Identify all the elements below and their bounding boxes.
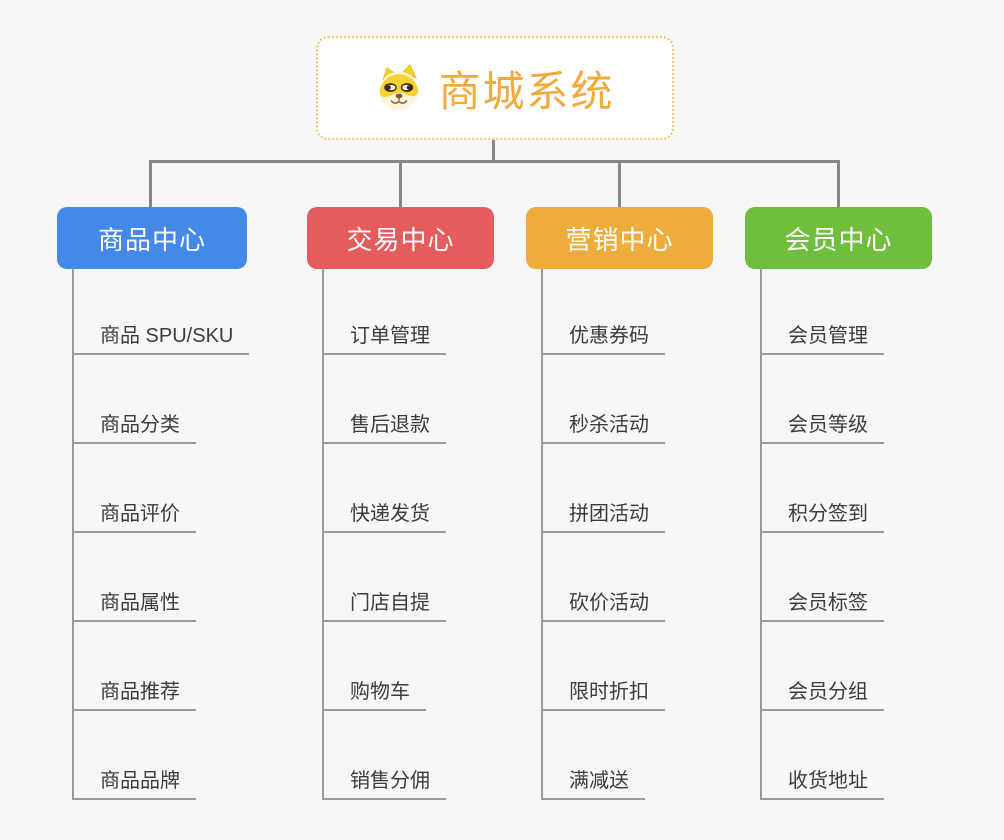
child-node[interactable]: 会员分组 <box>760 622 932 711</box>
child-node[interactable]: 订单管理 <box>322 269 494 355</box>
child-node[interactable]: 商品分类 <box>72 355 249 444</box>
child-node[interactable]: 商品 SPU/SKU <box>72 269 250 355</box>
branch-marketing-children: 优惠券码秒杀活动拼团活动砍价活动限时折扣满减送 <box>541 269 713 800</box>
child-node-label: 商品属性 <box>72 586 196 622</box>
branch-node-member[interactable]: 会员中心 <box>745 207 932 269</box>
root-title: 商城系统 <box>438 67 615 115</box>
child-node[interactable]: 售后退款 <box>322 355 494 444</box>
child-node[interactable]: 砍价活动 <box>541 533 713 622</box>
connector-root-stem <box>492 140 495 162</box>
branch-node-marketing[interactable]: 营销中心 <box>526 207 713 269</box>
child-node[interactable]: 快递发货 <box>322 444 494 533</box>
child-node[interactable]: 优惠券码 <box>541 269 713 355</box>
child-node[interactable]: 购物车 <box>322 622 494 711</box>
child-node-label: 快递发货 <box>322 497 446 533</box>
child-node-label: 售后退款 <box>322 408 446 444</box>
connector-horizontal-bar <box>149 160 840 163</box>
child-node-label: 会员分组 <box>760 675 884 711</box>
branch-trade-children: 订单管理售后退款快递发货门店自提购物车销售分佣 <box>322 269 494 800</box>
connector-drop-goods <box>149 160 152 208</box>
child-node[interactable]: 会员等级 <box>760 355 932 444</box>
child-node-label: 积分签到 <box>760 497 884 533</box>
connector-drop-trade <box>399 160 402 208</box>
branch-node-trade[interactable]: 交易中心 <box>307 207 494 269</box>
child-node-label: 商品 SPU/SKU <box>72 319 250 355</box>
child-node[interactable]: 商品品牌 <box>72 711 249 800</box>
child-node-label: 购物车 <box>322 675 426 711</box>
child-node-label: 砍价活动 <box>541 586 665 622</box>
child-node-label: 收货地址 <box>760 764 884 800</box>
branch-marketing: 营销中心 优惠券码秒杀活动拼团活动砍价活动限时折扣满减送 <box>526 207 713 800</box>
child-node-label: 优惠券码 <box>541 319 665 355</box>
child-node[interactable]: 商品属性 <box>72 533 249 622</box>
branch-member-children: 会员管理会员等级积分签到会员标签会员分组收货地址 <box>760 269 932 800</box>
child-node-label: 商品分类 <box>72 408 196 444</box>
child-node-label: 门店自提 <box>322 586 446 622</box>
dog-face-icon <box>375 64 423 112</box>
branch-goods: 商品中心 商品 SPU/SKU 商品分类商品评价商品属性商品推荐商品品牌 <box>57 207 250 800</box>
child-node[interactable]: 拼团活动 <box>541 444 713 533</box>
child-node-label: 订单管理 <box>322 319 446 355</box>
child-node-label: 满减送 <box>541 764 645 800</box>
child-node[interactable]: 销售分佣 <box>322 711 494 800</box>
child-node[interactable]: 商品评价 <box>72 444 249 533</box>
child-node[interactable]: 门店自提 <box>322 533 494 622</box>
child-node-label: 会员标签 <box>760 586 884 622</box>
child-node[interactable]: 秒杀活动 <box>541 355 713 444</box>
child-node[interactable]: 限时折扣 <box>541 622 713 711</box>
branch-goods-children: 商品 SPU/SKU 商品分类商品评价商品属性商品推荐商品品牌 <box>72 269 250 800</box>
child-node-label: 秒杀活动 <box>541 408 665 444</box>
connector-drop-marketing <box>618 160 621 208</box>
child-node[interactable]: 积分签到 <box>760 444 932 533</box>
child-node[interactable]: 满减送 <box>541 711 713 800</box>
child-node-label: 会员等级 <box>760 408 884 444</box>
child-node-label: 商品评价 <box>72 497 196 533</box>
child-node-label: 商品品牌 <box>72 764 196 800</box>
child-node[interactable]: 商品推荐 <box>72 622 249 711</box>
child-node-label: 限时折扣 <box>541 675 665 711</box>
branch-trade: 交易中心 订单管理售后退款快递发货门店自提购物车销售分佣 <box>307 207 494 800</box>
branch-node-goods[interactable]: 商品中心 <box>57 207 247 269</box>
child-node-label: 销售分佣 <box>322 764 446 800</box>
child-node-label: 拼团活动 <box>541 497 665 533</box>
child-node-label: 会员管理 <box>760 319 884 355</box>
child-node-label: 商品推荐 <box>72 675 196 711</box>
root-node[interactable]: 商城系统 <box>316 36 674 140</box>
branch-member: 会员中心 会员管理会员等级积分签到会员标签会员分组收货地址 <box>745 207 932 800</box>
connector-drop-member <box>837 160 840 208</box>
child-node[interactable]: 收货地址 <box>760 711 932 800</box>
child-node[interactable]: 会员标签 <box>760 533 932 622</box>
child-node[interactable]: 会员管理 <box>760 269 932 355</box>
